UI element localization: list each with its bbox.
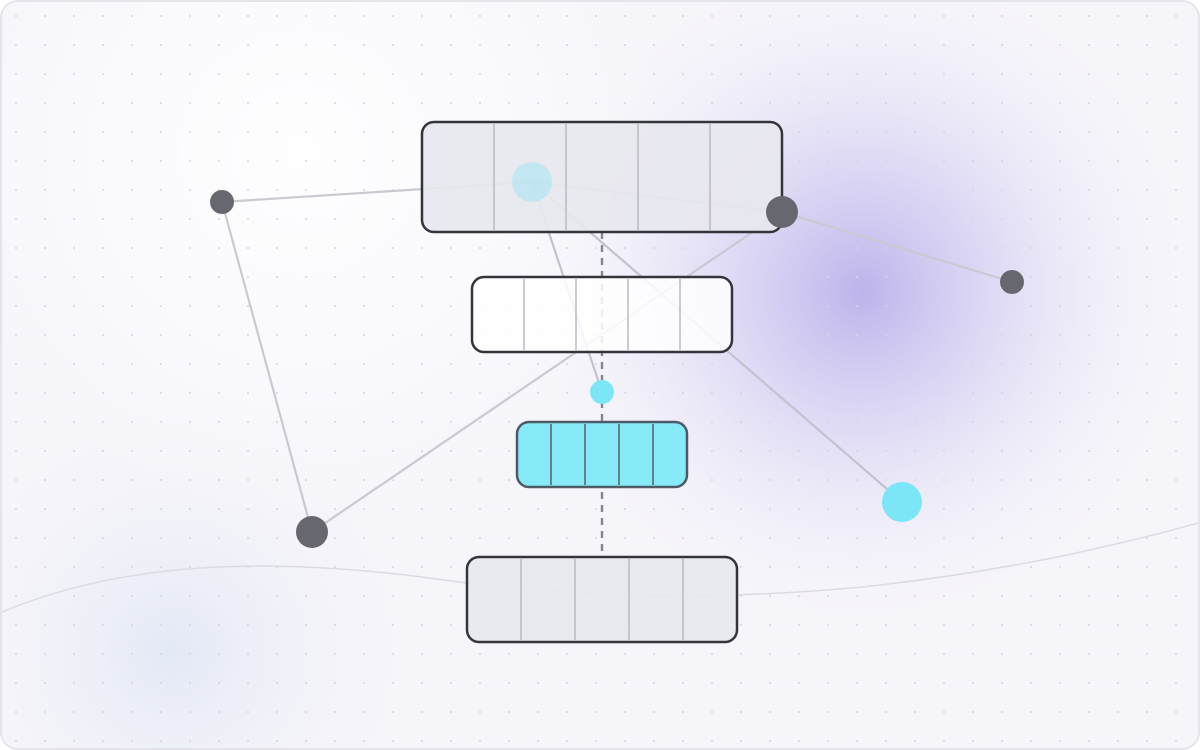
block-3: [515, 420, 689, 489]
node-a: [210, 190, 234, 214]
node-b: [512, 162, 552, 202]
node-g: [882, 482, 922, 522]
block-3-frame: [515, 420, 689, 489]
edge-node-c-node-d: [780, 210, 1014, 284]
node-e: [296, 516, 328, 548]
node-c: [766, 196, 798, 228]
block-2: [470, 275, 734, 354]
node-d: [1000, 270, 1024, 294]
edge-node-e-node-c: [310, 210, 784, 534]
block-1: [420, 120, 784, 234]
block-4-frame: [465, 555, 739, 644]
block-4: [465, 555, 739, 644]
node-layer: [210, 162, 1024, 548]
block-2-frame: [470, 275, 734, 354]
node-f: [590, 380, 614, 404]
edge-node-a-node-e: [220, 200, 314, 534]
block-layer: [420, 120, 784, 644]
block-1-frame: [420, 120, 784, 234]
